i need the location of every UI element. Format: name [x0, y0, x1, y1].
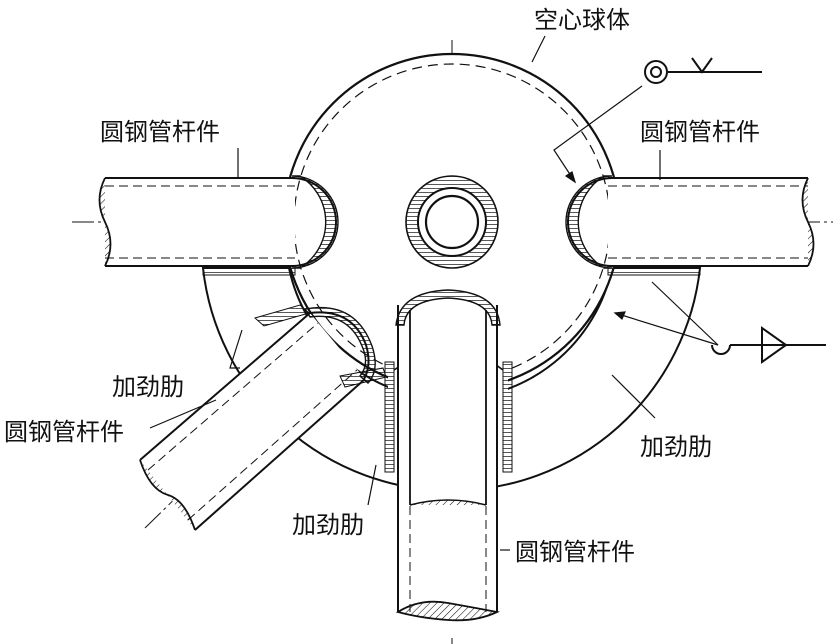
label-hollow-sphere: 空心球体: [534, 6, 630, 34]
left-tube: [98, 175, 339, 269]
weld-symbol-fillet: [711, 326, 826, 364]
label-tube-top-left: 圆钢管杆件: [100, 118, 220, 146]
label-tube-top-right: 圆钢管杆件: [640, 118, 760, 146]
label-rib-bottom: 加劲肋: [292, 511, 364, 539]
bottom-tube: [384, 289, 513, 638]
weld-symbol-all-around: [644, 57, 762, 84]
right-tube: [565, 175, 815, 269]
label-rib-right: 加劲肋: [640, 433, 712, 461]
label-tube-lower-left: 圆钢管杆件: [4, 418, 124, 446]
label-tube-bottom: 圆钢管杆件: [515, 538, 635, 566]
leader-lines: [149, 35, 719, 551]
rib-weld-strips: [202, 265, 701, 276]
lower-left-tube: [139, 304, 387, 531]
label-rib-left: 加劲肋: [112, 373, 184, 401]
center-tube-section: [405, 175, 499, 269]
